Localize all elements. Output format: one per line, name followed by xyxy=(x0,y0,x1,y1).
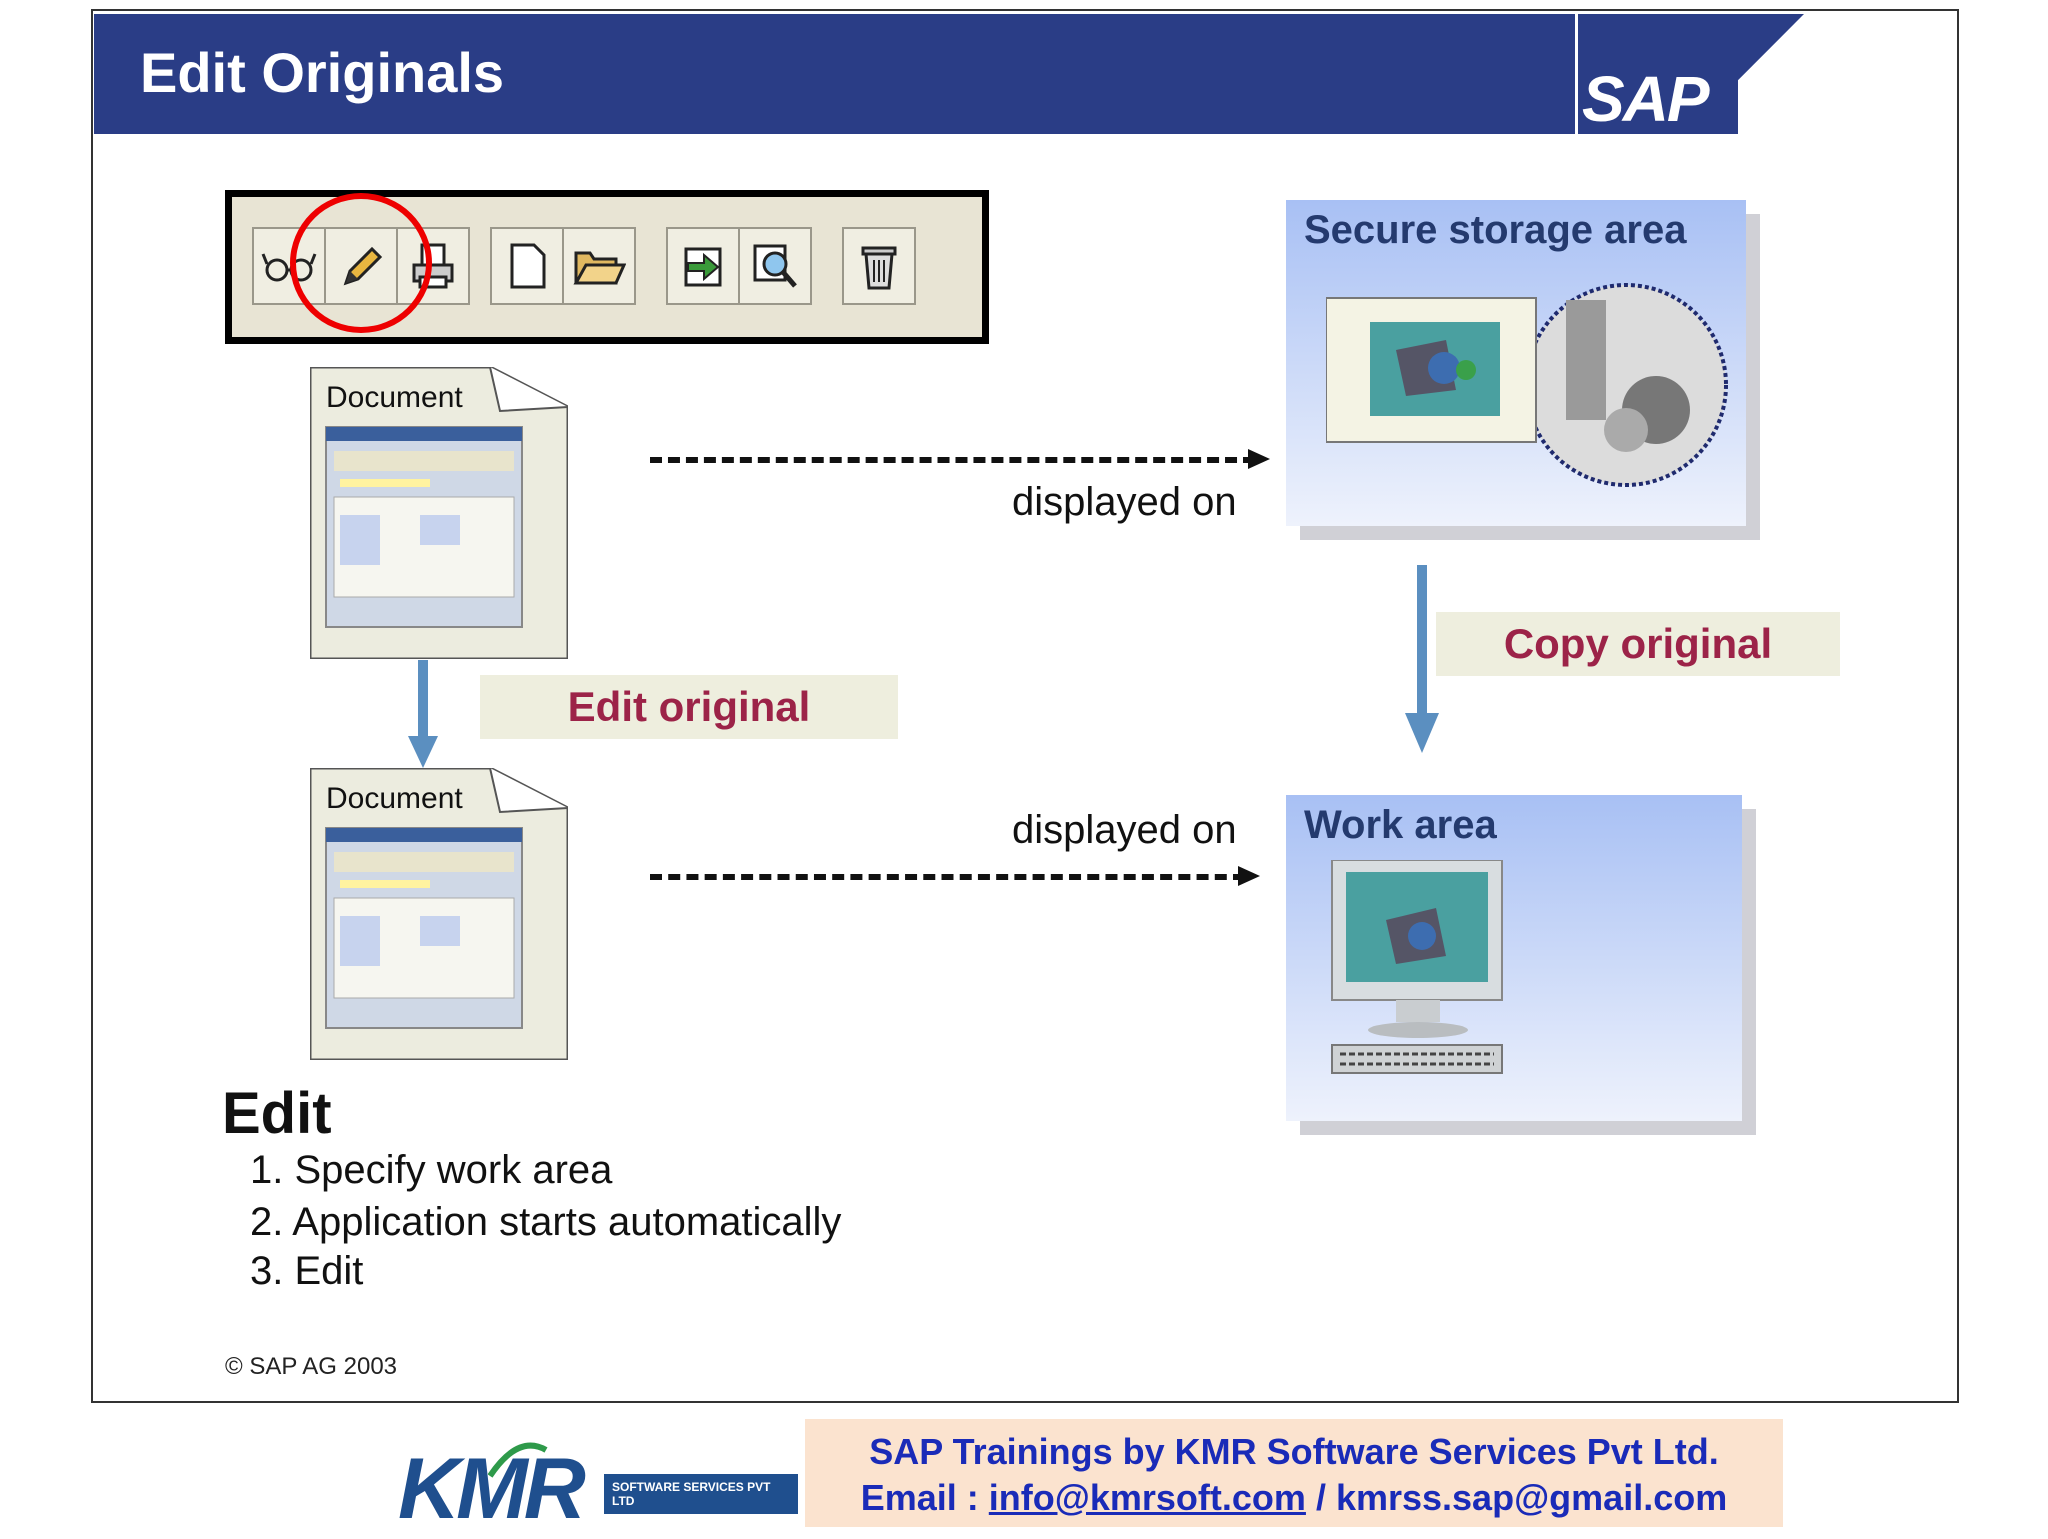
edit-step-2: 2. Application starts automatically xyxy=(250,1200,842,1244)
edit-heading: Edit xyxy=(222,1081,332,1146)
arrowhead-bottom xyxy=(1238,866,1260,886)
document-edited: Document xyxy=(310,768,568,1060)
dashed-arrow-top xyxy=(650,457,1255,463)
highlight-circle xyxy=(290,193,432,333)
secure-storage-title: Secure storage area xyxy=(1304,208,1687,252)
arrowhead-top xyxy=(1248,449,1270,469)
copy-down-arrow xyxy=(1405,565,1439,753)
secure-storage-area: Secure storage area xyxy=(1286,200,1746,526)
document-label: Document xyxy=(326,381,463,414)
footer-contact: Email : info@kmrsoft.com / kmrss.sap@gma… xyxy=(805,1477,1783,1519)
edit-step-1: 1. Specify work area xyxy=(250,1148,613,1192)
sap-logo-text: SAP xyxy=(1582,63,1710,135)
work-area: Work area xyxy=(1286,795,1742,1121)
displayed-on-caption-bottom: displayed on xyxy=(1012,808,1237,852)
new-document-icon[interactable] xyxy=(490,227,564,305)
dashed-arrow-bottom xyxy=(650,874,1245,880)
kmr-swoosh-icon xyxy=(488,1442,548,1478)
document-label: Document xyxy=(326,782,463,815)
email-prefix: Email : xyxy=(860,1477,989,1518)
email-secondary: kmrss.sap@gmail.com xyxy=(1335,1477,1728,1518)
document-original: Document xyxy=(310,367,568,659)
kmr-tagline: SOFTWARE SERVICES PVT LTD xyxy=(604,1474,798,1514)
edit-down-arrow xyxy=(408,660,438,768)
copy-original-label: Copy original xyxy=(1436,612,1840,676)
edit-original-label: Edit original xyxy=(480,675,898,739)
page-title: Edit Originals xyxy=(140,41,505,104)
work-area-title: Work area xyxy=(1304,803,1497,847)
search-icon[interactable] xyxy=(738,227,812,305)
export-icon[interactable] xyxy=(666,227,740,305)
header-band xyxy=(94,14,1804,134)
displayed-on-caption-top: displayed on xyxy=(1012,480,1237,524)
edit-step-3: 3. Edit xyxy=(250,1249,364,1293)
open-folder-icon[interactable] xyxy=(562,227,636,305)
computer-monitor-icon xyxy=(1331,860,1503,1074)
sap-logo: SAP xyxy=(1575,14,1738,135)
kmr-logo-text: KMR xyxy=(398,1441,586,1537)
footer-title: SAP Trainings by KMR Software Services P… xyxy=(869,1431,1719,1472)
trash-icon[interactable] xyxy=(842,227,916,305)
server-storage-icon xyxy=(1326,283,1728,487)
email-link-primary[interactable]: info@kmrsoft.com xyxy=(988,1477,1306,1518)
copyright-notice: © SAP AG 2003 xyxy=(225,1353,398,1380)
footer-banner: SAP Trainings by KMR Software Services P… xyxy=(805,1419,1783,1527)
kmr-logo: KMR SOFTWARE SERVICES PVT LTD xyxy=(398,1440,798,1537)
email-separator: / xyxy=(1305,1477,1336,1518)
